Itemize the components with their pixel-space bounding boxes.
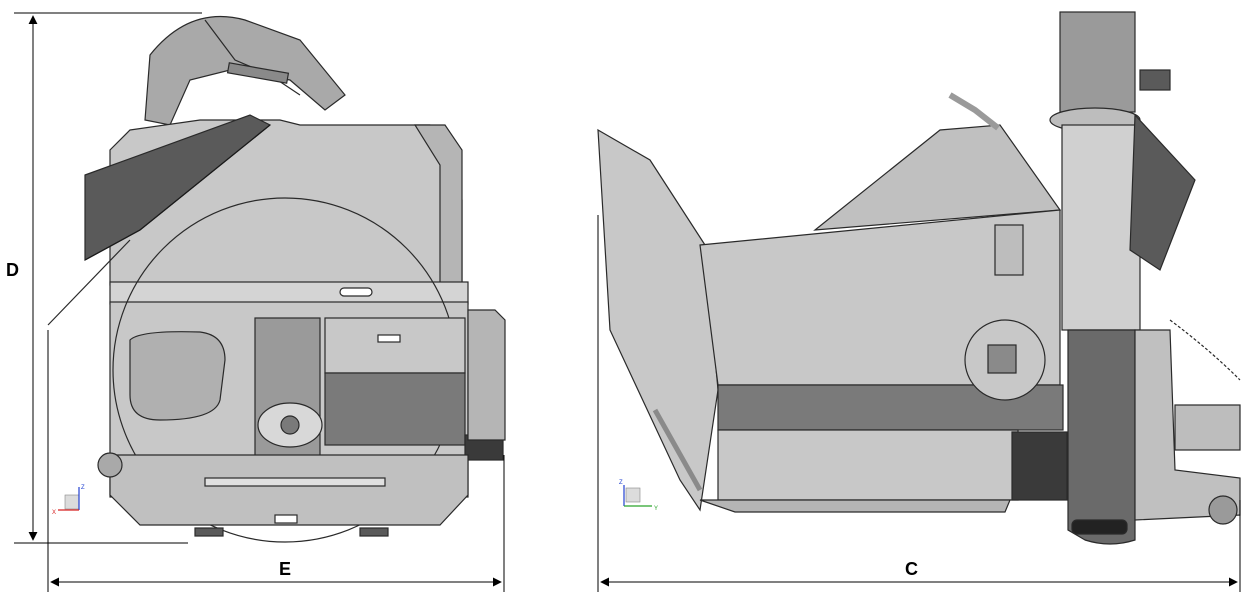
control-box-lower bbox=[324, 372, 466, 446]
axis-y-side-label: Y bbox=[654, 506, 658, 512]
foot-left bbox=[194, 527, 224, 537]
rear-frame bbox=[1134, 329, 1241, 521]
axis-z-label: Z bbox=[81, 485, 85, 491]
hopper-handle bbox=[948, 92, 1000, 131]
triad-cube-side bbox=[625, 487, 641, 503]
side-dimensions bbox=[597, 215, 1241, 592]
lid-strut bbox=[47, 239, 131, 326]
dim-e-label: E bbox=[279, 559, 291, 579]
access-window bbox=[129, 331, 226, 421]
front-axis-triad: Z X bbox=[52, 485, 85, 516]
control-box-handle bbox=[377, 334, 401, 343]
blower-slot bbox=[1071, 519, 1128, 535]
blower-head bbox=[1059, 11, 1136, 113]
side-dark-band bbox=[717, 384, 1064, 431]
front-dimensions bbox=[14, 12, 505, 592]
feed-lid-edge bbox=[84, 124, 271, 261]
safety-chain bbox=[1169, 319, 1241, 381]
blower-column bbox=[1061, 124, 1141, 331]
dim-d-label: D bbox=[6, 260, 19, 280]
axis-x-label: X bbox=[52, 510, 56, 516]
dim-c-label: C bbox=[905, 559, 918, 579]
pto-coupler bbox=[1174, 404, 1241, 451]
drawbar-strut bbox=[652, 408, 703, 492]
top-slot bbox=[339, 287, 373, 297]
rear-wheel bbox=[1208, 495, 1238, 525]
side-axis-triad: Z Y bbox=[619, 480, 658, 512]
blower-housing bbox=[1067, 329, 1136, 545]
chute-hydraulic bbox=[226, 62, 290, 84]
feed-flap bbox=[597, 128, 719, 512]
lower-block bbox=[1011, 431, 1068, 501]
bottom-frame bbox=[109, 454, 469, 526]
side-lower-rail bbox=[717, 429, 1019, 501]
side-block bbox=[467, 309, 506, 441]
control-box-top bbox=[324, 317, 466, 374]
front-view bbox=[47, 16, 506, 543]
top-band bbox=[109, 281, 469, 305]
side-skid bbox=[699, 499, 1011, 513]
bottom-handle bbox=[274, 514, 298, 524]
tow-bar bbox=[204, 477, 386, 487]
blower-motor bbox=[1139, 69, 1171, 91]
side-view bbox=[597, 11, 1241, 545]
bearing-port-square bbox=[987, 344, 1017, 374]
axis-z-side-label: Z bbox=[619, 480, 623, 486]
blower-deflector bbox=[1129, 113, 1196, 271]
foot-right bbox=[359, 527, 389, 537]
triad-cube bbox=[64, 494, 80, 510]
left-wheel-stub bbox=[97, 452, 123, 478]
pulley-hub bbox=[280, 415, 300, 435]
plate bbox=[994, 224, 1024, 276]
hopper-top bbox=[813, 124, 1062, 231]
